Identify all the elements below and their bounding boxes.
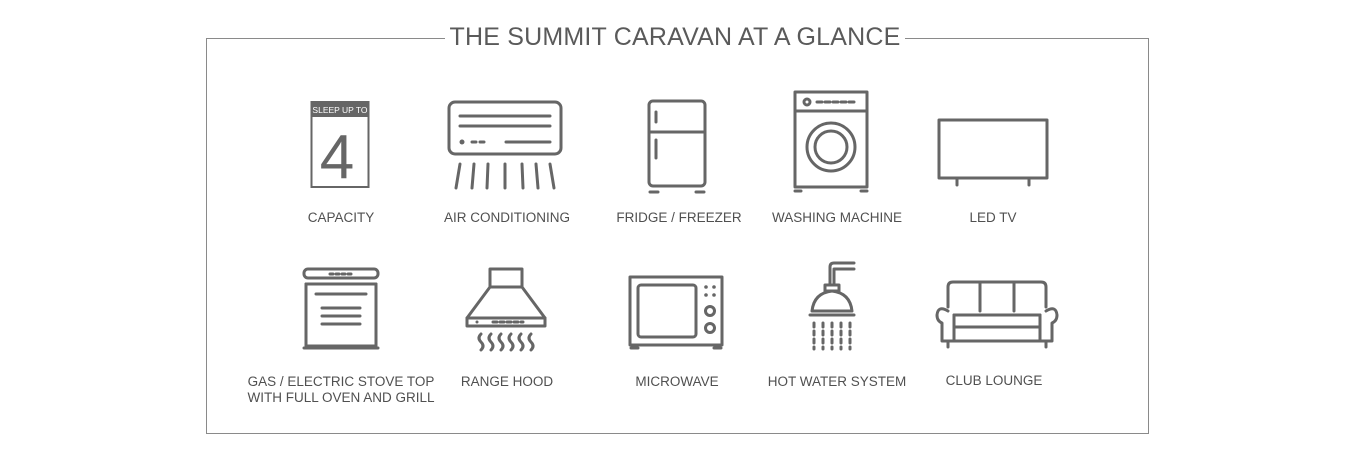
feature-label-stove-line2: WITH FULL OVEN AND GRILL [247,390,435,405]
page-title: THE SUMMIT CARAVAN AT A GLANCE [445,20,905,54]
washing-machine-icon [793,89,869,195]
feature-label-fridge-freezer: FRIDGE / FREEZER [616,210,742,225]
feature-label-stove: GAS / ELECTRIC STOVE TOP WITH FULL OVEN … [236,374,446,406]
capacity-badge-number: 4 [320,123,354,192]
sofa-icon [934,279,1060,351]
tv-icon [937,117,1049,189]
fridge-icon [646,98,708,196]
feature-label-hot-water-system: HOT WATER SYSTEM [767,374,907,389]
feature-label-range-hood: RANGE HOOD [460,374,554,389]
feature-label-air-conditioning: AIR CONDITIONING [443,210,570,225]
feature-label-washing-machine: WASHING MACHINE [771,210,902,225]
feature-label-capacity: CAPACITY [307,210,375,225]
calendar-sleep-icon: SLEEP UP TO 4 [310,100,370,192]
microwave-icon [628,274,724,352]
shower-icon [806,261,856,353]
feature-label-microwave: MICROWAVE [635,374,719,389]
feature-label-stove-line1: GAS / ELECTRIC STOVE TOP [247,374,435,389]
stove-oven-icon [300,266,382,352]
range-hood-icon [463,266,549,354]
feature-label-led-tv: LED TV [969,210,1017,225]
feature-label-club-lounge: CLUB LOUNGE [945,373,1043,388]
air-conditioner-icon [446,98,564,194]
capacity-badge-header: SLEEP UP TO [312,105,368,115]
